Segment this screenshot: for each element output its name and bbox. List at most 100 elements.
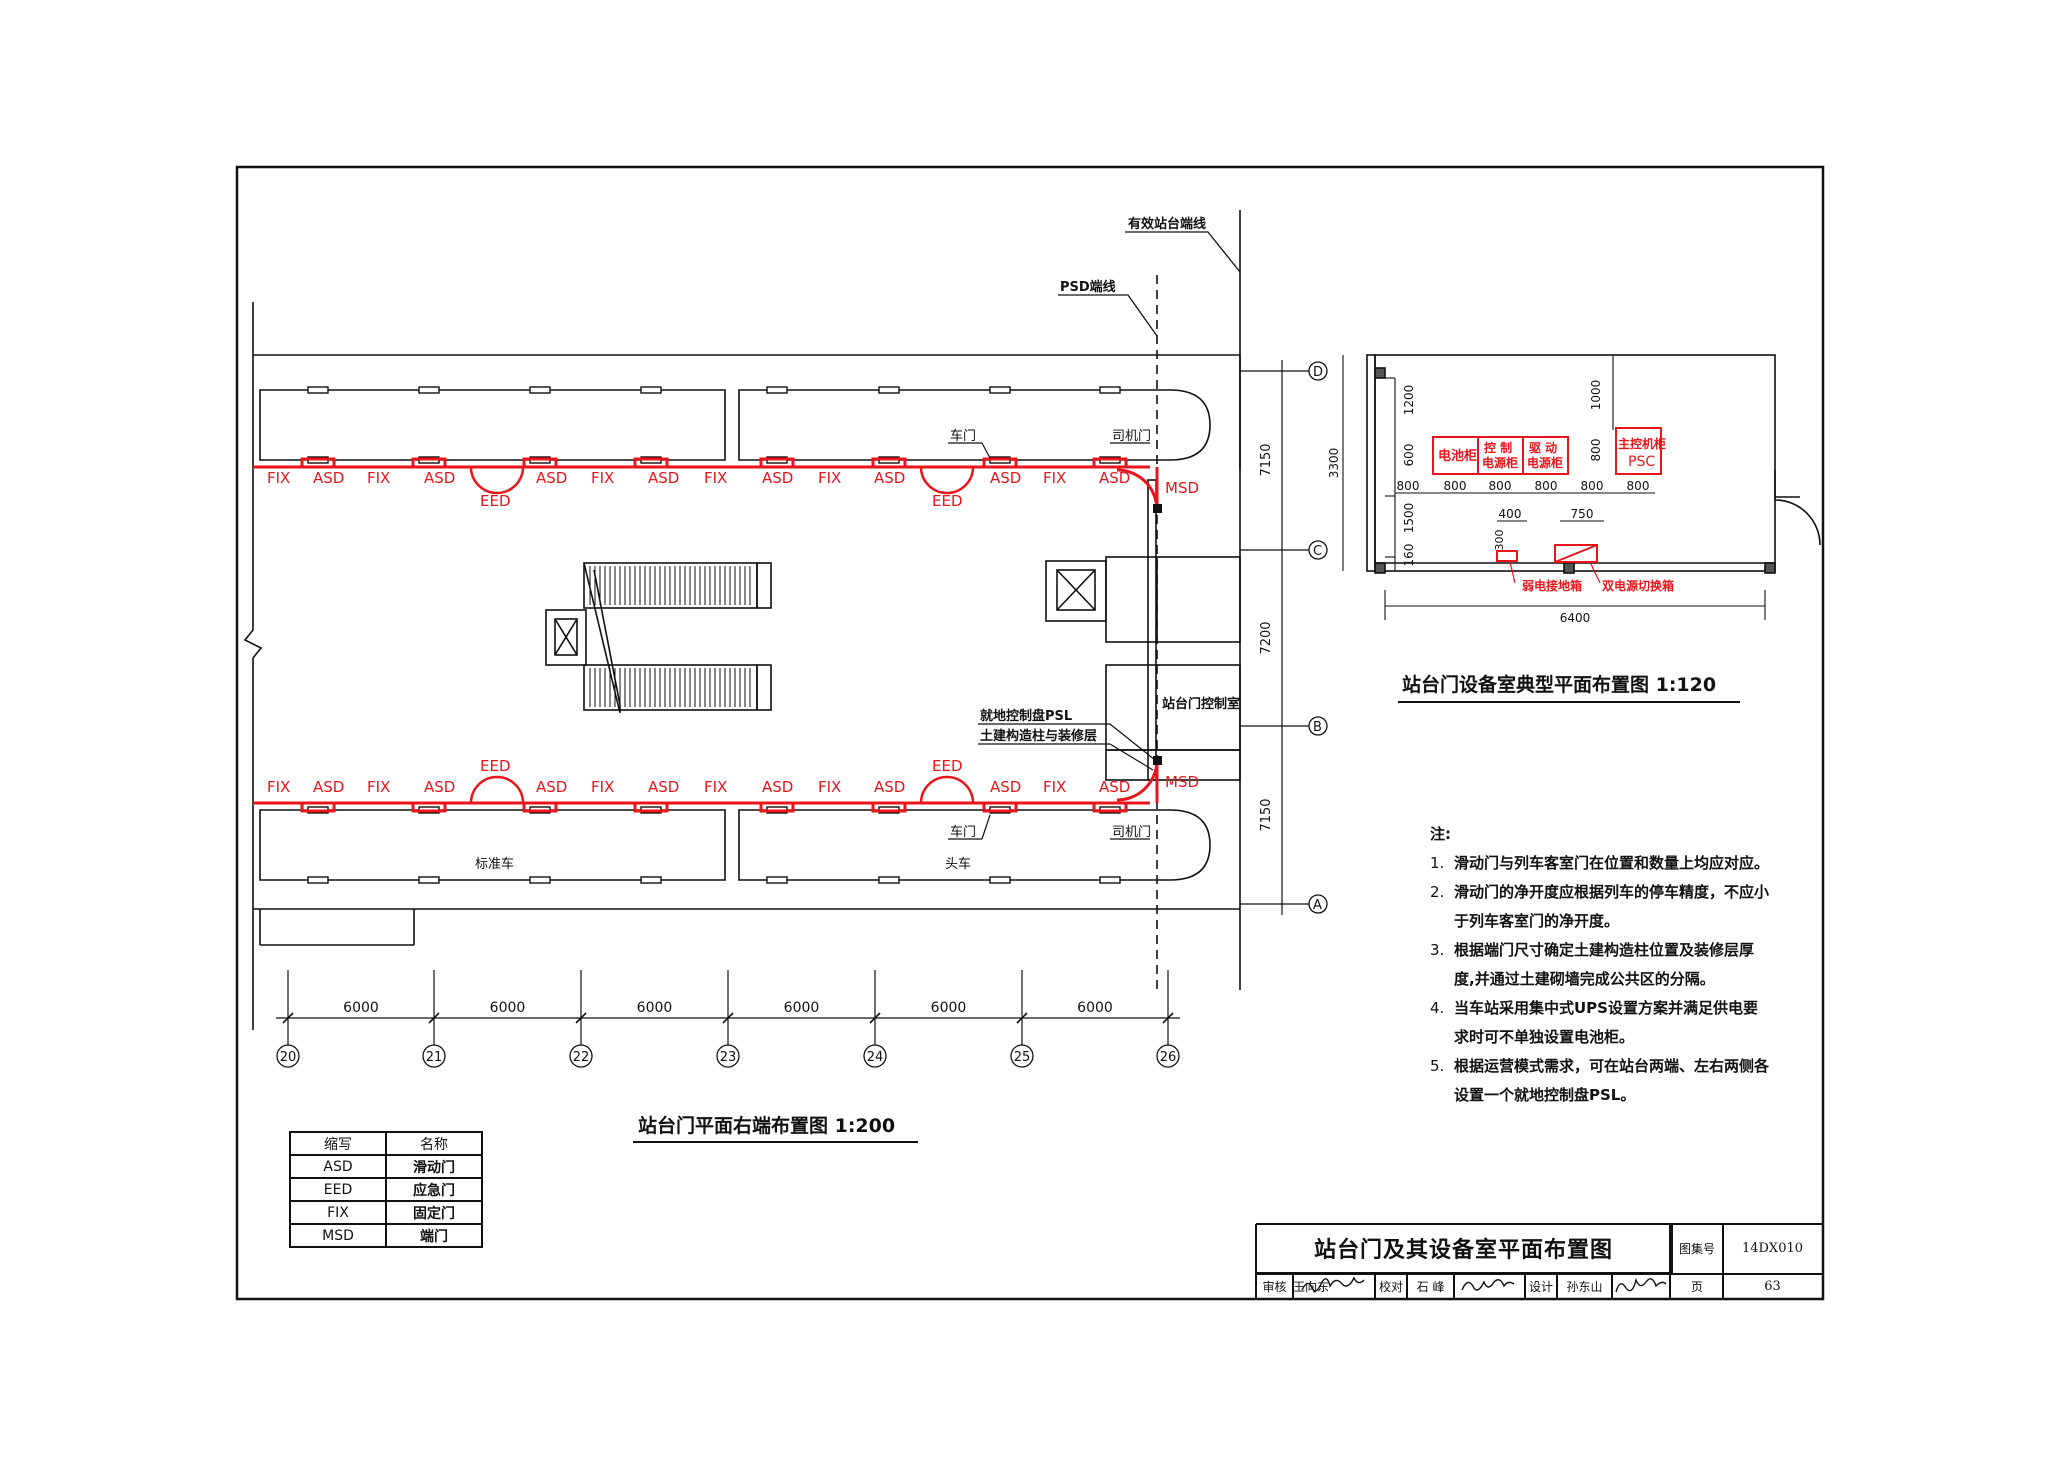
door-label-asd: ASD [990, 778, 1021, 796]
main-plan-title: 站台门平面右端布置图 1:200 [638, 1114, 895, 1137]
room-dim-label: 800 [1535, 479, 1558, 493]
room-dim-label: 1000 [1589, 380, 1603, 411]
reviewer-name: 王向东 [1293, 1280, 1330, 1294]
legend-name: 滑动门 [385, 1154, 483, 1179]
col-axis-tick [722, 1012, 734, 1024]
notes-block: 注: 1.滑动门与列车客室门在位置和数量上均应对应。 2.滑动门的净开度应根据列… [1430, 820, 1770, 1110]
col-axis-tick [282, 1012, 294, 1024]
room-cabinets [1432, 427, 1662, 563]
asd-door [411, 803, 447, 813]
door-label-asd: ASD [424, 778, 455, 796]
asd-door [871, 457, 907, 467]
room-dim-label: 300 [1493, 530, 1506, 551]
door-label-asd: ASD [762, 469, 793, 487]
door-label-fix: FIX [704, 778, 727, 796]
asd-door [633, 803, 669, 813]
train-door-label-bottom: 车门 [950, 824, 976, 840]
door-label-eed: EED [932, 492, 963, 510]
room-dims [1342, 355, 1766, 620]
door-label-asd: ASD [648, 778, 679, 796]
msd-end-door-bottom [1116, 759, 1159, 803]
asd-door [982, 457, 1018, 467]
row-axis-label: B [1313, 720, 1322, 735]
door-label-asd: ASD [313, 778, 344, 796]
page-label: 页 [1690, 1280, 1703, 1294]
room-dim-label: 400 [1499, 507, 1522, 521]
room-dim-label: 800 [1397, 479, 1420, 493]
door-label-asd: ASD [874, 778, 905, 796]
col-axis-bubble [422, 1044, 446, 1068]
room-dim-label: 1200 [1402, 385, 1416, 416]
col-axis-bubble [716, 1044, 740, 1068]
eed-door [469, 466, 525, 495]
msd-end-door-top [1116, 467, 1159, 511]
asd-door [300, 457, 336, 467]
asd-door [1092, 803, 1128, 813]
train-door-mark [529, 876, 551, 884]
col-axis-label: 24 [867, 1050, 884, 1065]
eed-door [919, 775, 975, 804]
legend-abbr: EED [289, 1177, 387, 1202]
legend-name: 端门 [385, 1223, 483, 1248]
note-item: 3.根据端门尺寸确定土建构造柱位置及装修层厚度,并通过土建砌墙完成公共区的分隔。 [1430, 936, 1770, 994]
room-dim-label: 600 [1402, 444, 1416, 467]
door-label-eed: EED [480, 757, 511, 775]
train-door-mark [989, 386, 1011, 394]
row-dim-label: 7150 [1259, 443, 1274, 476]
asd-door [300, 803, 336, 813]
room-dim-label: 6400 [1560, 611, 1591, 625]
room-dim-label: 800 [1589, 439, 1603, 462]
row-dim-label: 7200 [1259, 621, 1274, 654]
door-label-fix: FIX [367, 778, 390, 796]
row-axis-bubble [1308, 716, 1328, 736]
room-dim-label: 800 [1627, 479, 1650, 493]
effective-platform-line-leader [1125, 231, 1241, 273]
platform-plan [243, 210, 1241, 1030]
effective-platform-line-label: 有效站台端线 [1128, 216, 1206, 232]
door-label-fix: FIX [367, 469, 390, 487]
row-axis-bubble [1308, 894, 1328, 914]
psd-end-line-leader [1058, 294, 1158, 337]
cabinet-drive-power-2: 电源柜 [1527, 455, 1563, 470]
title-block: 站台门及其设备室平面布置图 图集号 14DX010 审核 王向东 校对 石 峰 … [1256, 1224, 1822, 1299]
door-label-fix: FIX [818, 469, 841, 487]
note-item: 1.滑动门与列车客室门在位置和数量上均应对应。 [1430, 849, 1770, 878]
eed-door [469, 775, 525, 804]
train-door-mark [766, 386, 788, 394]
span-dim-label: 6000 [490, 1000, 526, 1016]
col-axis-label: 21 [426, 1050, 443, 1065]
legend-header-name: 名称 [385, 1131, 483, 1156]
col-axis-label: 20 [280, 1050, 297, 1065]
room-dim-label: 1500 [1402, 503, 1416, 534]
train-door-mark [307, 386, 329, 394]
asd-door [411, 457, 447, 467]
driver-door-label-top: 司机门 [1112, 429, 1151, 444]
door-label-msd: MSD [1165, 479, 1199, 497]
notes-heading: 注: [1430, 825, 1451, 843]
asd-door [522, 457, 558, 467]
door-label-asd: ASD [1099, 469, 1130, 487]
train-door-mark [1099, 876, 1121, 884]
door-label-asd: ASD [536, 469, 567, 487]
train-door-mark [529, 386, 551, 394]
room-dim-label: 800 [1489, 479, 1512, 493]
train-door-mark [418, 876, 440, 884]
col-axis-tick [1162, 1012, 1174, 1024]
cabinet-psc-1: 主控机柜 [1618, 436, 1666, 451]
door-label-asd: ASD [1099, 778, 1130, 796]
col-axis-bubble [276, 1044, 300, 1068]
door-label-asd: ASD [874, 469, 905, 487]
grounding-box-label: 弱电接地箱 [1522, 578, 1582, 593]
legend-abbr: ASD [289, 1154, 387, 1179]
col-axis-tick [1016, 1012, 1028, 1024]
room-dim-label: 750 [1571, 507, 1594, 521]
check-label: 校对 [1378, 1280, 1403, 1294]
sheet-border [235, 165, 1825, 1301]
asd-door [759, 457, 795, 467]
design-label: 设计 [1528, 1280, 1553, 1294]
col-axis-tick [575, 1012, 587, 1024]
page-number: 63 [1764, 1279, 1781, 1294]
col-axis-bubble [1156, 1044, 1180, 1068]
